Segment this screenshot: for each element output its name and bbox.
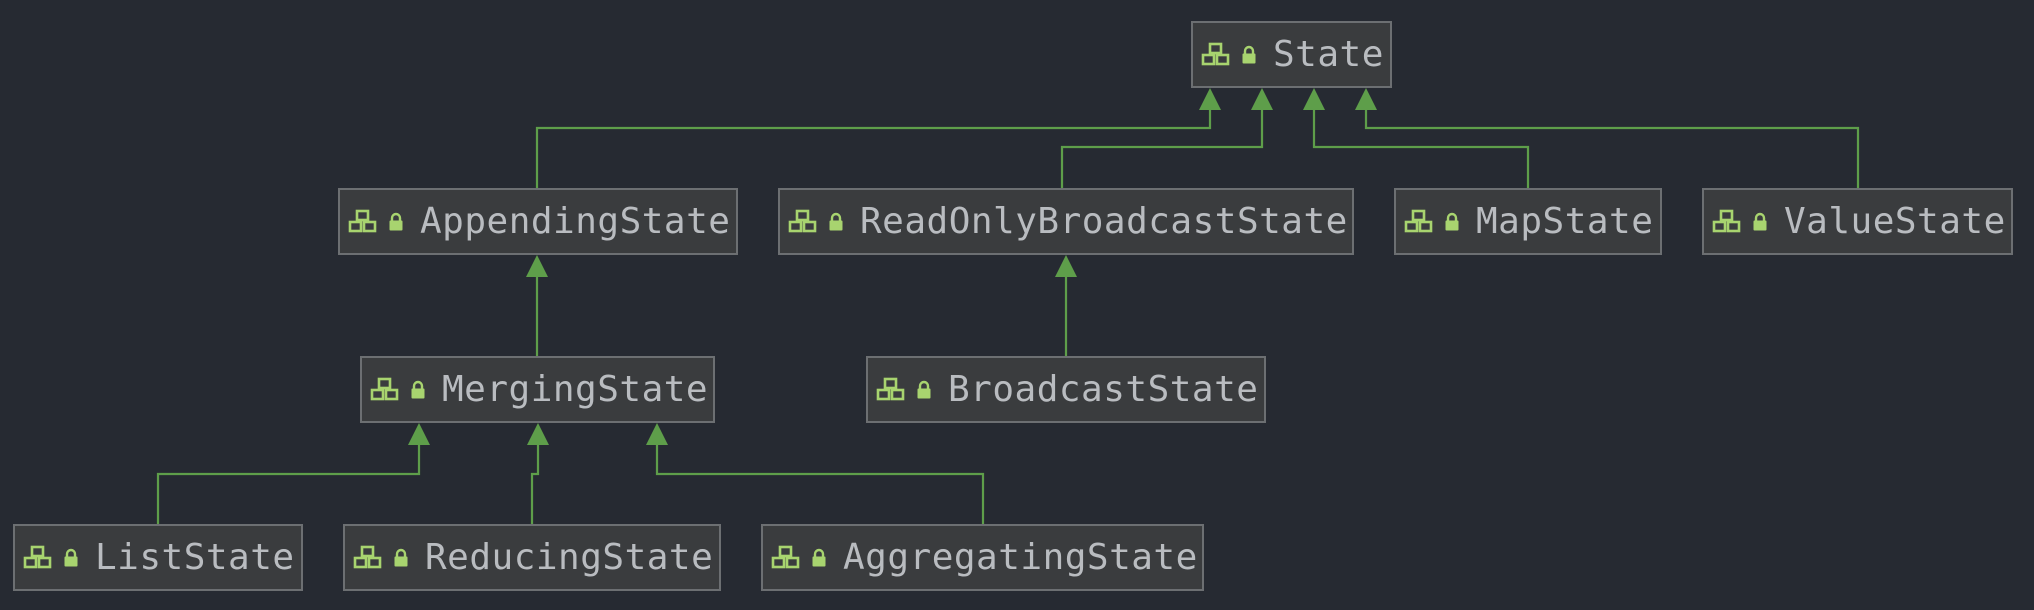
node-state[interactable]: State bbox=[1191, 21, 1392, 88]
interface-icon bbox=[353, 545, 383, 571]
edge-line bbox=[535, 110, 1212, 188]
interface-icon bbox=[23, 545, 53, 571]
edge-appending-state-to-state bbox=[535, 88, 1221, 188]
lock-icon bbox=[388, 212, 404, 232]
edge-broadcast-state-to-read-only-broadcast-state bbox=[1055, 255, 1077, 356]
edge-line bbox=[1312, 110, 1530, 188]
node-label: MergingState bbox=[442, 368, 709, 410]
edge-line bbox=[530, 445, 540, 524]
edge-line bbox=[655, 445, 985, 524]
node-value-state[interactable]: ValueState bbox=[1702, 188, 2013, 255]
edge-merging-state-to-appending-state bbox=[526, 255, 548, 356]
inheritance-arrowhead bbox=[527, 423, 549, 445]
lock-icon bbox=[811, 548, 827, 568]
lock-icon bbox=[410, 380, 426, 400]
edge-line bbox=[1060, 110, 1264, 188]
interface-icon bbox=[1712, 209, 1742, 235]
interface-icon bbox=[348, 209, 378, 235]
node-read-only-broadcast-state[interactable]: ReadOnlyBroadcastState bbox=[778, 188, 1354, 255]
node-label: AggregatingState bbox=[843, 536, 1198, 578]
lock-icon bbox=[1752, 212, 1768, 232]
inheritance-arrowhead bbox=[408, 423, 430, 445]
interface-icon bbox=[370, 377, 400, 403]
node-label: AppendingState bbox=[420, 200, 731, 242]
node-label: State bbox=[1273, 33, 1384, 75]
node-map-state[interactable]: MapState bbox=[1394, 188, 1662, 255]
lock-icon bbox=[393, 548, 409, 568]
inheritance-arrowhead bbox=[1355, 88, 1377, 110]
node-label: ReducingState bbox=[425, 536, 714, 578]
edge-line bbox=[1364, 110, 1860, 188]
interface-icon bbox=[771, 545, 801, 571]
lock-icon bbox=[1241, 45, 1257, 65]
node-broadcast-state[interactable]: BroadcastState bbox=[866, 356, 1266, 423]
edge-value-state-to-state bbox=[1355, 88, 1860, 188]
node-list-state[interactable]: ListState bbox=[13, 524, 303, 591]
edge-read-only-broadcast-state-to-state bbox=[1060, 88, 1273, 188]
inheritance-arrowhead bbox=[1251, 88, 1273, 110]
inheritance-arrowhead bbox=[1199, 88, 1221, 110]
lock-icon bbox=[916, 380, 932, 400]
interface-icon bbox=[1404, 209, 1434, 235]
lock-icon bbox=[828, 212, 844, 232]
node-label: BroadcastState bbox=[948, 368, 1259, 410]
inheritance-arrowhead bbox=[1055, 255, 1077, 277]
inheritance-arrowhead bbox=[526, 255, 548, 277]
edge-map-state-to-state bbox=[1303, 88, 1530, 188]
node-label: ValueState bbox=[1784, 200, 2006, 242]
node-appending-state[interactable]: AppendingState bbox=[338, 188, 738, 255]
edge-list-state-to-merging-state bbox=[156, 423, 430, 524]
edge-aggregating-state-to-merging-state bbox=[646, 423, 985, 524]
node-label: ReadOnlyBroadcastState bbox=[860, 200, 1348, 242]
interface-icon bbox=[1201, 42, 1231, 68]
node-merging-state[interactable]: MergingState bbox=[360, 356, 715, 423]
node-label: ListState bbox=[95, 536, 295, 578]
node-label: MapState bbox=[1476, 200, 1654, 242]
interface-icon bbox=[788, 209, 818, 235]
edge-line bbox=[156, 445, 421, 524]
node-aggregating-state[interactable]: AggregatingState bbox=[761, 524, 1204, 591]
lock-icon bbox=[1444, 212, 1460, 232]
interface-icon bbox=[876, 377, 906, 403]
inheritance-arrowhead bbox=[646, 423, 668, 445]
node-reducing-state[interactable]: ReducingState bbox=[343, 524, 721, 591]
edge-reducing-state-to-merging-state bbox=[527, 423, 549, 524]
inheritance-arrowhead bbox=[1303, 88, 1325, 110]
lock-icon bbox=[63, 548, 79, 568]
